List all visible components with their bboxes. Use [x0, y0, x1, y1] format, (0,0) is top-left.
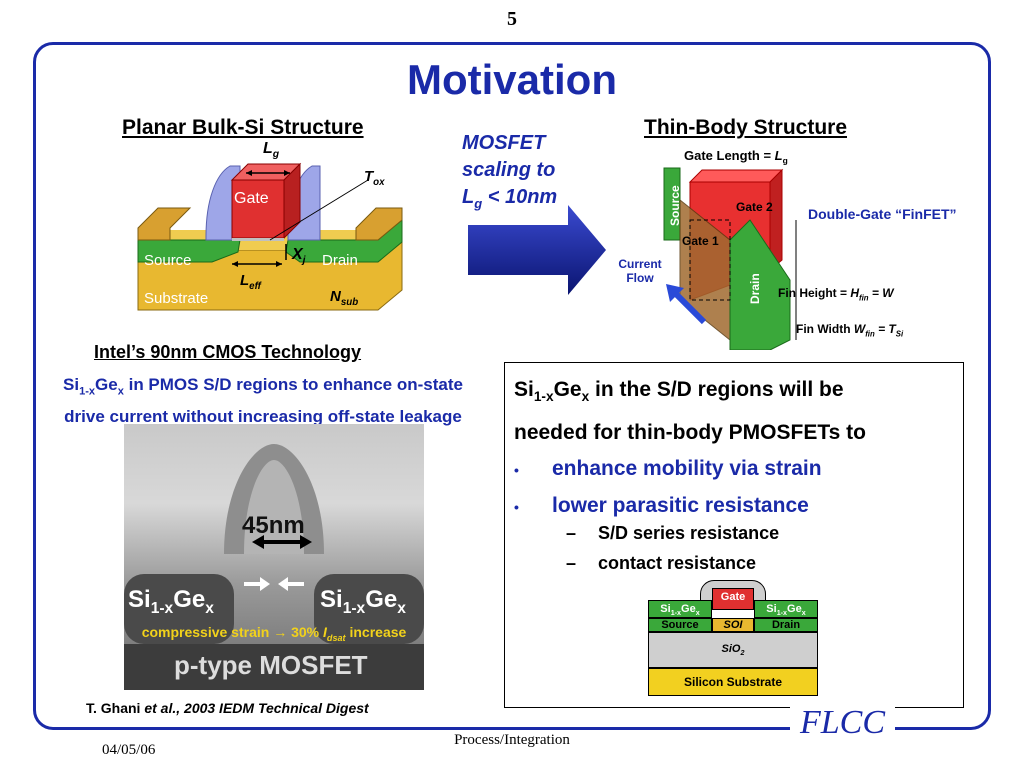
- scaling-arrow-icon: [468, 205, 606, 295]
- tox-label: Tox: [364, 168, 385, 188]
- slide-title: Motivation: [407, 56, 617, 103]
- slide-frame: [33, 42, 991, 730]
- finfet-drain-label: Drain: [748, 273, 762, 304]
- gate1-label: Gate 1: [682, 234, 719, 248]
- planar-heading: Planar Bulk-Si Structure: [122, 116, 364, 139]
- intel-heading: Intel’s 90nm CMOS Technology: [94, 342, 362, 362]
- fin-height-label: Fin Height = Hfin = W: [778, 286, 894, 303]
- planar-source-label: Source: [144, 252, 192, 269]
- footer-date: 04/05/06: [102, 742, 156, 758]
- page-number: 5: [507, 8, 517, 30]
- tox-leader: [269, 179, 369, 241]
- thinbody-heading: Thin-Body Structure: [644, 116, 847, 139]
- flcc-logo: FLCC: [790, 704, 896, 742]
- tem-pmos-label: p-type MOSFET: [174, 650, 368, 680]
- current-flow-arrow-icon: [666, 284, 707, 325]
- xj-label: Xj: [292, 246, 306, 267]
- sub-bullets: –S/D series resistance –contact resistan…: [566, 523, 780, 573]
- soi-source: Source: [648, 618, 712, 632]
- footer-center: Process/Integration: [454, 732, 570, 748]
- soi-sige-right: Si1-xGex: [754, 600, 818, 618]
- finfet-source-label: Source: [668, 185, 682, 226]
- oxide-layer: [232, 238, 284, 241]
- tem-sige-left: Si1-xGex: [128, 586, 214, 617]
- soi-sio2: SiO2: [648, 632, 818, 668]
- summary-text: Si1-xGex in the S/D regions will be need…: [514, 372, 866, 525]
- scaling-text: MOSFET scaling to Lg < 10nm: [462, 132, 558, 211]
- soi-substrate: Silicon Substrate: [648, 668, 818, 696]
- nsub-label: Nsub: [330, 288, 359, 308]
- double-gate-label: Double-Gate “FinFET”: [808, 206, 957, 222]
- bullet-glyph-1: •: [514, 462, 519, 479]
- planar-bulk-diagram: [137, 162, 403, 311]
- citation: T. Ghani et al., 2003 IEDM Technical Dig…: [86, 700, 369, 716]
- planar-substrate-label: Substrate: [144, 290, 209, 307]
- soi-channel: SOI: [712, 618, 754, 632]
- finfet-diagram: [663, 167, 797, 350]
- gate2-label: Gate 2: [736, 200, 773, 214]
- right-pad: [355, 207, 403, 241]
- left-pad: [137, 207, 192, 241]
- gate-length-label: Gate Length = Lg: [684, 148, 788, 166]
- tem-sige-right: Si1-xGex: [320, 586, 406, 617]
- soi-sige-left: Si1-xGex: [648, 600, 712, 618]
- fin-width-label: Fin Width Wfin = TSi: [796, 322, 904, 339]
- gate-block: [231, 179, 285, 239]
- intel-description: Si1-xGex in PMOS S/D regions to enhance …: [63, 375, 463, 427]
- leff-label: Leff: [240, 272, 261, 292]
- tem-compress-arrows-icon: [244, 577, 304, 591]
- tem-45nm-label: 45nm: [242, 512, 305, 539]
- bullet-glyph-2: •: [514, 499, 519, 516]
- soi-diagram: Gate Si1-xGex Si1-xGex Source SOI Drain …: [648, 578, 818, 696]
- gate-label: Gate: [234, 190, 269, 207]
- planar-drain-label: Drain: [322, 252, 358, 269]
- soi-drain: Drain: [754, 618, 818, 632]
- tem-45nm-arrow-icon: [252, 535, 312, 549]
- tem-strain-label: compressive strain → 30% Idsat increase: [141, 624, 407, 643]
- soi-gate: Gate: [712, 588, 754, 610]
- lg-label: Lg: [263, 140, 280, 161]
- tem-image: 45nm Si1-xGex Si1-xGex compressive strai…: [124, 424, 424, 690]
